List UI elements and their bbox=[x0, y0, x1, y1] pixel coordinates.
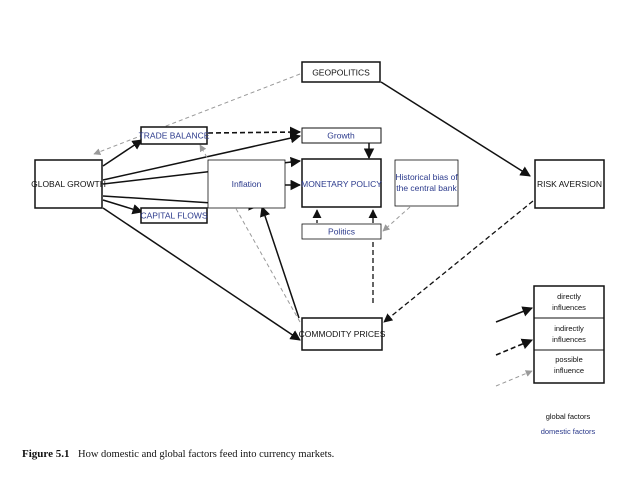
legend-possible-line1: possible bbox=[555, 355, 583, 364]
node-capital-flows-label: CAPITAL FLOWS bbox=[140, 211, 207, 221]
caption-text: How domestic and global factors feed int… bbox=[78, 449, 334, 460]
node-historical-bias-line1: Historical bias of bbox=[395, 172, 458, 182]
node-growth-label: Growth bbox=[327, 131, 355, 141]
node-monetary-policy-label: MONETARY POLICY bbox=[301, 179, 382, 189]
legend-directly-line2: influences bbox=[552, 303, 586, 312]
node-trade-balance-label: TRADE BALANCE bbox=[139, 131, 210, 141]
legend-possible-line2: influence bbox=[554, 366, 584, 375]
key-domestic-factors: domestic factors bbox=[541, 427, 596, 436]
arrow-global-to-growth bbox=[102, 132, 302, 181]
arrow-global-to-trade-balance bbox=[102, 139, 143, 167]
arrow-global-to-capital-flows bbox=[102, 199, 144, 215]
node-monetary-policy: MONETARY POLICY bbox=[301, 158, 382, 208]
node-politics-label: Politics bbox=[328, 227, 355, 237]
arrow-geopolitics-to-risk-aversion bbox=[380, 81, 531, 177]
node-trade-balance: TRADE BALANCE bbox=[139, 126, 210, 145]
arrow-trade-balance-to-growth bbox=[207, 126, 302, 138]
node-commodity-prices-label: COMMODITY PRICES bbox=[299, 329, 386, 339]
node-historical-bias-line2: the central bank bbox=[396, 183, 457, 193]
arrow-geopolitics-to-trade-balance bbox=[93, 73, 301, 155]
node-historical-bias: Historical bias of the central bank bbox=[394, 159, 459, 207]
key-global-factors: global factors bbox=[546, 412, 591, 421]
legend-indirectly-line2: influences bbox=[552, 335, 586, 344]
node-geopolitics-label: GEOPOLITICS bbox=[312, 68, 370, 78]
node-global-growth-label: GLOBAL GROWTH bbox=[31, 179, 106, 189]
node-commodity-prices: COMMODITY PRICES bbox=[299, 317, 386, 351]
node-global-growth: GLOBAL GROWTH bbox=[31, 159, 106, 209]
legend-direct-arrow bbox=[495, 306, 533, 323]
color-key: global factors domestic factors bbox=[541, 412, 596, 436]
legend-possible-arrow bbox=[495, 370, 533, 387]
legend-directly-line1: directly bbox=[557, 292, 581, 301]
legend-indirect-arrow bbox=[495, 338, 534, 356]
node-risk-aversion-label: RISK AVERSION bbox=[537, 179, 602, 189]
legend: directly influences indirectly influence… bbox=[495, 285, 605, 387]
node-politics: Politics bbox=[301, 223, 382, 240]
legend-indirectly-line1: indirectly bbox=[554, 324, 584, 333]
arrow-risk-aversion-to-commodity bbox=[383, 200, 534, 323]
figure-caption: Figure 5.1 How domestic and global facto… bbox=[22, 448, 334, 460]
node-inflation: Inflation bbox=[207, 159, 286, 209]
node-growth: Growth bbox=[301, 127, 382, 144]
arrow-historical-bias-to-politics bbox=[382, 206, 411, 232]
arrow-commodity-to-inflation bbox=[260, 206, 300, 319]
node-capital-flows: CAPITAL FLOWS bbox=[140, 207, 208, 224]
node-risk-aversion: RISK AVERSION bbox=[534, 159, 605, 209]
caption-label: Figure 5.1 bbox=[22, 448, 69, 460]
arrow-global-to-commodity-prices bbox=[102, 207, 301, 341]
node-inflation-label: Inflation bbox=[232, 179, 262, 189]
node-geopolitics: GEOPOLITICS bbox=[301, 61, 381, 83]
